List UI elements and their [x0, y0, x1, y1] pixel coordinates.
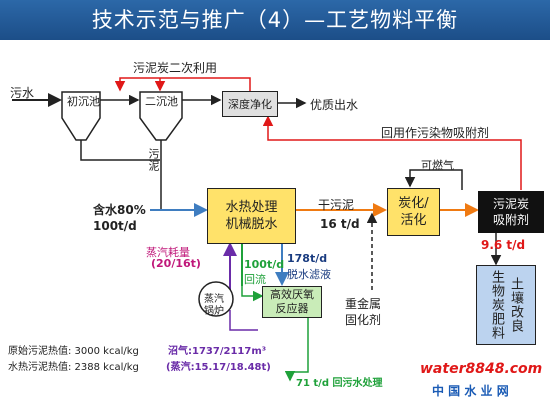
adsorbent-label-2: 吸附剂 [492, 213, 529, 227]
hydrothermal-box: 水热处理 机械脱水 [207, 188, 296, 244]
steam-label: 蒸汽 [204, 294, 224, 305]
soil-conditioner-box: 生物炭肥料 土壤改良 [476, 265, 536, 345]
sludge-carbon-reuse-label: 污泥炭二次利用 [133, 61, 218, 75]
carbonization-label: 炭化/ [398, 196, 429, 211]
adsorbent-rate: 9.6 t/d [481, 238, 526, 252]
carbonization-box: 炭化/ 活化 [387, 188, 440, 236]
raw-heat-value: 原始污泥热值: 3000 kcal/kg [8, 346, 139, 357]
adsorbent-label-1: 污泥炭 [492, 197, 529, 211]
boiler-label: 锅炉 [204, 306, 224, 317]
reactor-label-1: 高效厌氧 [270, 288, 314, 301]
sludge-carbon-adsorbent-box: 污泥炭 吸附剂 [478, 191, 544, 233]
quality-effluent-label: 优质出水 [310, 98, 359, 112]
secondary-settler-label: 二沉池 [145, 95, 178, 108]
return-flow-label: 回流 [244, 273, 266, 286]
watermark-logo: water8848.com [420, 361, 543, 377]
hydrothermal-label: 水热处理 [225, 200, 278, 215]
dry-sludge-label: 干污泥 [318, 198, 355, 212]
deep-purification-label: 深度净化 [228, 98, 272, 111]
combustible-gas-label: 可燃气 [421, 159, 454, 172]
hydro-heat-value: 水热污泥热值: 2388 kcal/kg [8, 362, 139, 373]
reactor-label-2: 反应器 [275, 302, 309, 315]
secondary-settler-tank [139, 91, 183, 141]
dewatering-label: 机械脱水 [225, 217, 278, 232]
reuse-adsorbent-label: 回用作污染物吸附剂 [381, 126, 490, 140]
steam-consumption-label: 蒸汽耗量 [146, 246, 190, 259]
biochar-fertilizer-label: 生物炭肥料 [489, 270, 504, 340]
activation-label: 活化 [400, 213, 427, 228]
sewage-label: 污水 [10, 86, 35, 100]
steam-consumption-rate: (20/16t) [151, 257, 201, 270]
filtrate-rate: 178t/d [287, 252, 328, 265]
primary-settler-label: 初沉池 [67, 95, 100, 108]
return-treatment-label: 71 t/d 回污水处理 [296, 378, 383, 389]
biogas-label: 沼气:1737/2117m³ [168, 346, 267, 357]
steam-boiler [198, 281, 234, 317]
watermark-site-name: 中 国 水 业 网 [432, 384, 509, 398]
steam-output-label: (蒸汽:15.17/18.48t) [166, 362, 271, 373]
sludge-label: 污泥 [147, 148, 160, 172]
primary-settler-tank [61, 91, 101, 141]
deep-purification-box: 深度净化 [222, 91, 278, 117]
flow-in-label: 100t/d [93, 219, 137, 233]
title-banner [0, 0, 550, 40]
curing-agent-label: 固化剂 [345, 313, 382, 327]
anaerobic-reactor-box: 高效厌氧 反应器 [262, 286, 322, 318]
heavy-metal-label: 重金属 [345, 297, 382, 311]
dry-sludge-rate: 16 t/d [320, 217, 360, 231]
return-flow-rate: 100t/d [244, 258, 285, 271]
page-title: 技术示范与推广（4）—工艺物料平衡 [91, 8, 459, 32]
filtrate-label: 脱水滤液 [287, 268, 331, 281]
soil-conditioner-label: 土壤改良 [508, 277, 523, 333]
water-content-label: 含水80% [93, 203, 146, 217]
